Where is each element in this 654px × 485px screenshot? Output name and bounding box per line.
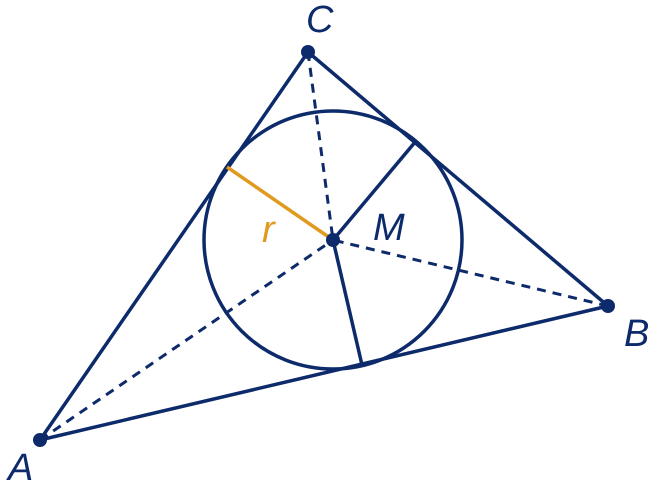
side-ac xyxy=(38,51,310,441)
point-c xyxy=(301,45,315,59)
label-a: A xyxy=(6,447,33,485)
point-b xyxy=(601,299,615,313)
radius-r xyxy=(226,165,334,242)
bisector-c xyxy=(306,51,335,241)
incircle xyxy=(202,109,464,371)
radius-to-cb xyxy=(331,139,418,242)
side-cb xyxy=(306,50,610,308)
side-ab xyxy=(39,304,609,442)
point-m xyxy=(326,233,340,247)
point-a xyxy=(33,433,47,447)
label-b: B xyxy=(624,313,649,355)
label-r: r xyxy=(262,209,276,251)
label-c: C xyxy=(306,0,334,41)
bisector-a xyxy=(39,238,334,442)
label-m: M xyxy=(373,207,405,249)
radius-to-ab xyxy=(331,239,364,366)
